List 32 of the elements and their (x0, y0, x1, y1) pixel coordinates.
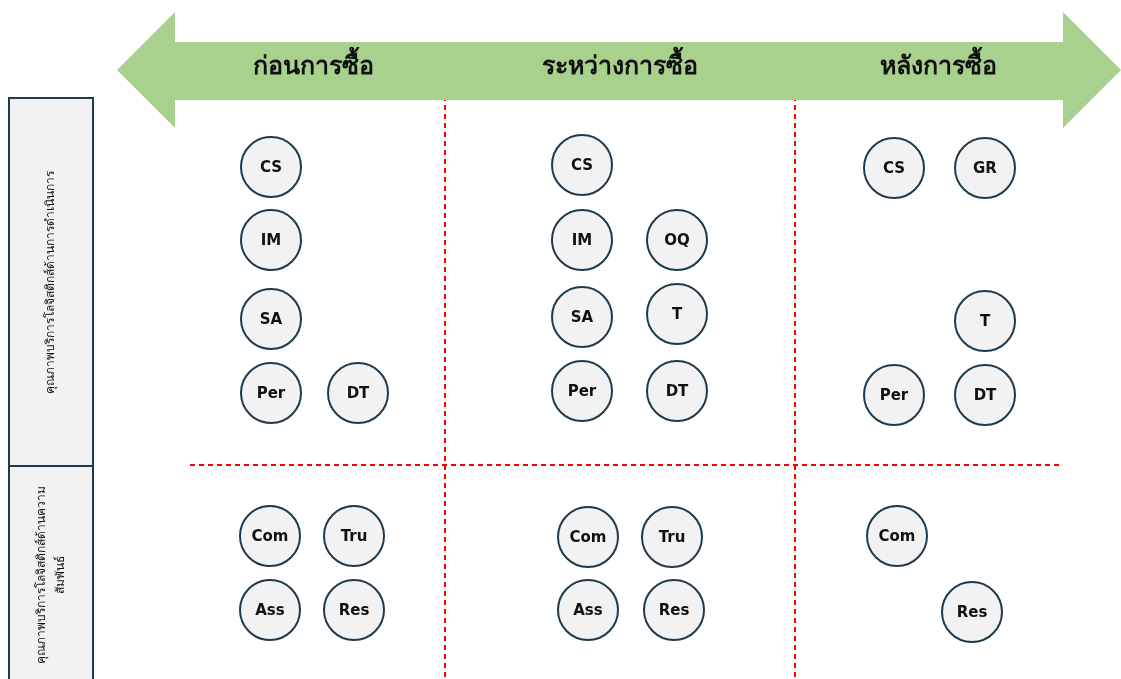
factor-abbreviation: Tru (340, 527, 368, 545)
factor-abbreviation: DT (346, 384, 370, 402)
factor-abbreviation: GR (973, 159, 997, 177)
row-header-box (8, 97, 94, 467)
factor-abbreviation: Res (956, 603, 988, 621)
factor-abbreviation: DT (665, 382, 689, 400)
factor-abbreviation: Com (569, 528, 607, 546)
factor-abbreviation: Com (878, 527, 916, 545)
factor-abbreviation: CS (570, 156, 594, 174)
factor-abbreviation: Res (338, 601, 370, 619)
factor-abbreviation: CS (259, 158, 283, 176)
row-header-text: คุณภาพบริการโลจิสติกส์ด้านการดำเนินการ (42, 170, 59, 394)
factor-abbreviation: DT (973, 386, 997, 404)
factor-abbreviation: T (671, 305, 683, 323)
factor-abbreviation: Com (251, 527, 289, 545)
row-header-text: คุณภาพบริการโลจิสติกส์ด้านความสัมพันธ์ (32, 485, 68, 666)
row-header-box (8, 465, 94, 679)
factor-abbreviation: Per (567, 382, 597, 400)
factor-abbreviation: CS (882, 159, 906, 177)
double-arrow-band (117, 12, 1121, 128)
factor-abbreviation: SA (570, 308, 594, 326)
factor-abbreviation: Ass (573, 601, 603, 619)
factor-abbreviation: Ass (255, 601, 285, 619)
factor-abbreviation: T (979, 312, 991, 330)
factor-abbreviation: Per (256, 384, 286, 402)
factor-abbreviation: IM (571, 231, 593, 249)
factor-abbreviation: OQ (664, 231, 690, 249)
factor-abbreviation: SA (259, 310, 283, 328)
factor-abbreviation: Tru (658, 528, 686, 546)
factor-abbreviation: Res (658, 601, 690, 619)
factor-abbreviation: IM (260, 231, 282, 249)
factor-abbreviation: Per (879, 386, 909, 404)
